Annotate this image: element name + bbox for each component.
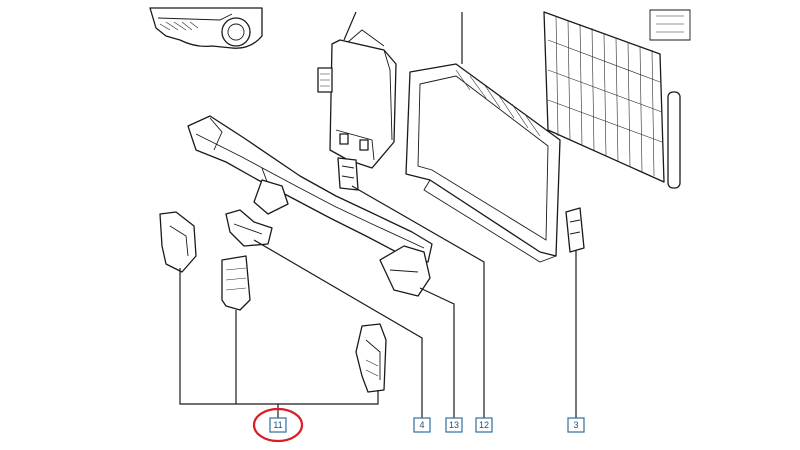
callout-13-label: 13 [449, 420, 459, 430]
air-deflector-part [317, 29, 397, 169]
callout-11[interactable]: 11 [269, 417, 287, 433]
support-part-4 [225, 209, 273, 247]
callout-12-label: 12 [479, 420, 489, 430]
cross-member-part [187, 115, 433, 297]
bracket-part-3 [565, 207, 585, 253]
callout-4[interactable]: 4 [413, 417, 431, 433]
radiator-frame-part [405, 63, 561, 263]
highlight-circle [252, 407, 304, 443]
condenser-part [543, 9, 691, 189]
lower-deflector-part [355, 323, 387, 393]
vertical-duct-part [221, 255, 251, 311]
vehicle-silhouette [149, 7, 263, 49]
bracket-part-12 [337, 157, 359, 191]
callout-3[interactable]: 3 [567, 417, 585, 433]
callout-12[interactable]: 12 [475, 417, 493, 433]
leader-lines [179, 11, 577, 418]
left-pillar-part [159, 211, 197, 273]
callout-3-label: 3 [573, 420, 578, 430]
callout-11-label: 11 [273, 420, 282, 430]
callout-4-label: 4 [419, 420, 424, 430]
callout-13[interactable]: 13 [445, 417, 463, 433]
